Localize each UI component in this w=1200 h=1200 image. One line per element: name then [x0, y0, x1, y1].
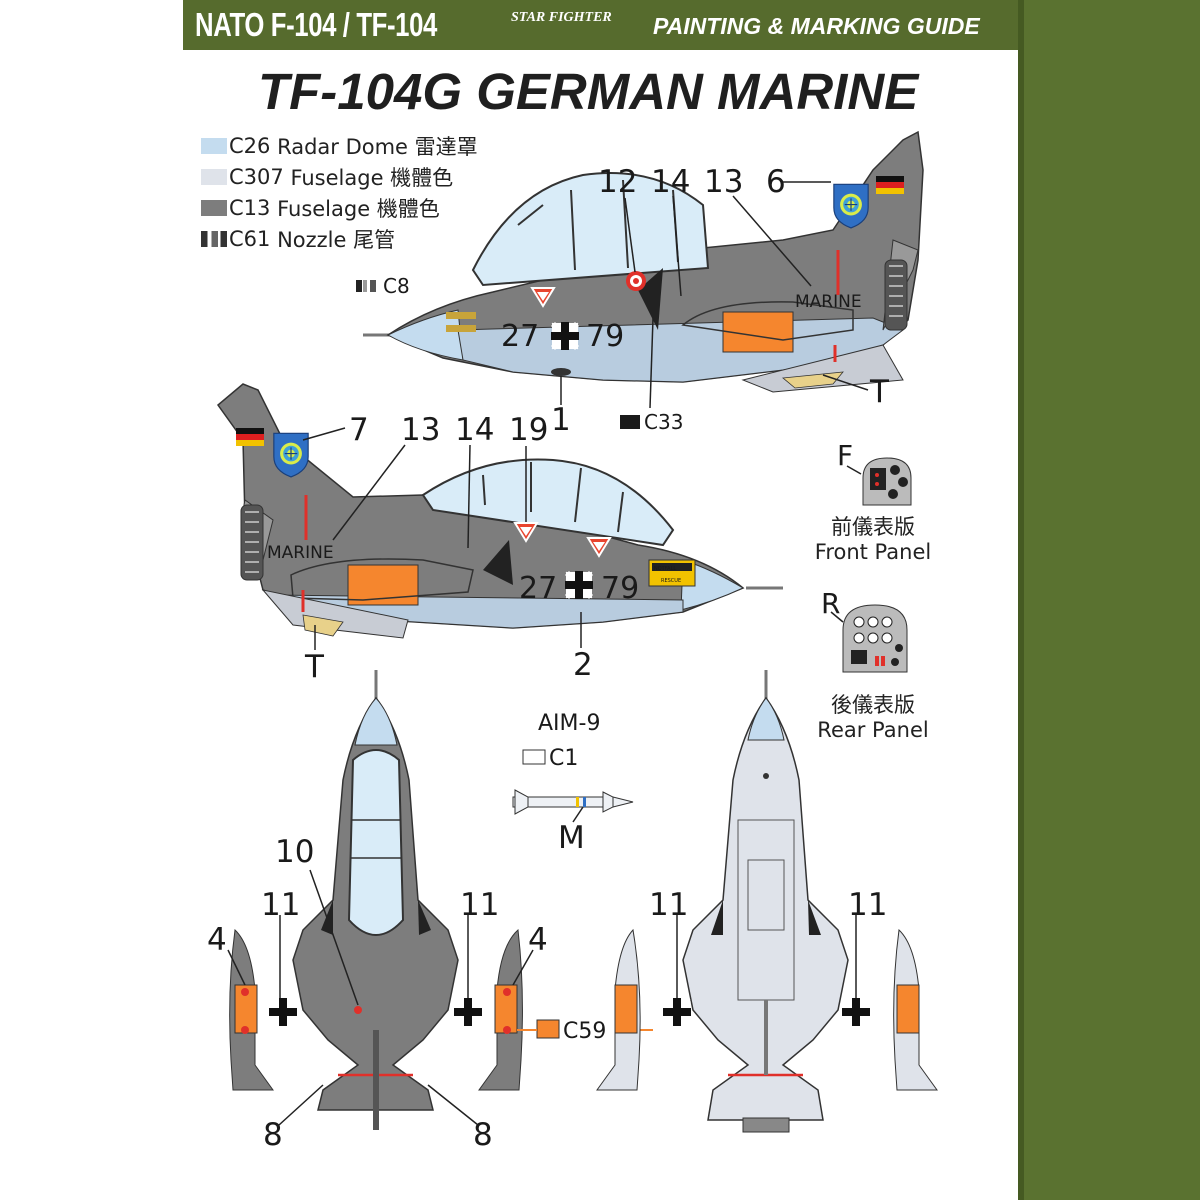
legend-swatch [201, 230, 227, 247]
planform-bottom-view [596, 670, 938, 1133]
marine-text-lower: MARINE [267, 543, 334, 563]
callout-t-upper: T [869, 374, 890, 410]
leader-lines-lower [302, 427, 582, 650]
callout-8-right: 8 [473, 1117, 493, 1153]
aim9-label: AIM-9 [538, 711, 600, 736]
callout-c8: C8 [383, 274, 410, 298]
header-bar: NATO F-104 / TF-104 STAR FIGHTER PAINTIN… [183, 0, 1018, 50]
callout-11-right: 11 [460, 887, 499, 923]
legend-item: C13 Fuselage 機體色 [201, 192, 478, 223]
rear-panel-en: Rear Panel [817, 718, 929, 742]
c59-swatch [536, 1019, 560, 1039]
callout-7: 7 [349, 412, 369, 448]
notfall-text: NOTFALL [654, 566, 676, 572]
callout-4-right: 4 [528, 922, 548, 958]
callout-8-left: 8 [263, 1117, 283, 1153]
callout-6: 6 [766, 164, 786, 200]
legend-text: Fuselage 機體色 [290, 165, 454, 190]
callout-13: 13 [704, 164, 743, 200]
marine-text-upper: MARINE [795, 292, 862, 312]
marking-guide-sheet: NATO F-104 / TF-104 STAR FIGHTER PAINTIN… [183, 0, 1018, 1200]
callout-14: 14 [651, 164, 690, 200]
serial-right-upper: 79 [586, 319, 624, 354]
legend-code: C61 [229, 226, 271, 251]
aircraft-diagrams: 27 79 MARINE 12 14 13 6 1 T C8 C33 [207, 130, 938, 1153]
legend-code: C307 [229, 164, 284, 189]
c33-swatch [620, 415, 640, 429]
front-panel-en: Front Panel [814, 540, 932, 564]
front-panel-cn: 前儀表版 [831, 515, 915, 539]
serial-right-lower: 79 [601, 571, 639, 606]
legend-text: Fuselage 機體色 [277, 196, 440, 221]
callout-10: 10 [275, 834, 314, 870]
leader-lines-upper [560, 181, 869, 409]
header-left-title: NATO F-104 / TF-104 [195, 6, 437, 43]
leader-lines-planform [227, 869, 534, 1126]
serial-left-lower: 27 [519, 571, 557, 606]
rescue-text: RESCUE [661, 578, 681, 584]
callout-14-lower: 14 [455, 412, 494, 448]
c8-swatch-c [370, 280, 376, 292]
callout-1: 1 [551, 402, 571, 438]
c8-swatch [356, 280, 362, 292]
legend-text: Radar Dome 雷達罩 [277, 134, 478, 159]
callout-c1: C1 [549, 746, 578, 771]
legend-code: C26 [229, 133, 271, 158]
callout-4-left: 4 [207, 922, 227, 958]
callout-c33: C33 [644, 410, 683, 434]
callout-12: 12 [598, 164, 637, 200]
callout-13-lower: 13 [401, 412, 440, 448]
callout-2: 2 [573, 647, 593, 683]
serial-left-upper: 27 [501, 319, 539, 354]
callout-r: R [821, 587, 840, 620]
aim9-missile [512, 749, 634, 823]
callout-19: 19 [509, 412, 548, 448]
front-instrument-panel [846, 457, 912, 506]
legend-swatch [201, 168, 227, 185]
callout-f: F [837, 439, 853, 472]
planform-top-view [229, 670, 523, 1130]
callout-c59: C59 [563, 1019, 606, 1044]
legend-swatch [201, 137, 227, 154]
legend-code: C13 [229, 195, 271, 220]
callout-m: M [558, 820, 585, 856]
c8-swatch-b [363, 280, 367, 292]
page-title: TF-104G GERMAN MARINE [258, 63, 919, 120]
callout-11-b-left: 11 [649, 887, 688, 923]
leader-lines-planform-b [676, 915, 857, 998]
legend-item: C61 Nozzle 尾管 [201, 223, 478, 254]
header-right-title: PAINTING & MARKING GUIDE [653, 13, 980, 39]
rear-panel-cn: 後儀表版 [831, 693, 915, 717]
legend-item: C307 Fuselage 機體色 [201, 161, 478, 192]
callout-11-b-right: 11 [848, 887, 887, 923]
legend-swatch [201, 199, 227, 216]
legend-text: Nozzle 尾管 [277, 227, 396, 252]
side-view-upper [363, 130, 924, 393]
border-stripe-shadow [1018, 0, 1024, 1200]
side-view-lower [216, 383, 783, 639]
border-stripe [1018, 0, 1200, 1200]
callout-t-lower: T [304, 649, 325, 685]
color-legend: C26 Radar Dome 雷達罩 C307 Fuselage 機體色 C13… [201, 130, 478, 254]
legend-item: C26 Radar Dome 雷達罩 [201, 130, 478, 161]
rear-instrument-panel [830, 604, 908, 673]
callout-11-left: 11 [261, 887, 300, 923]
header-script-tag: STAR FIGHTER [511, 10, 612, 25]
